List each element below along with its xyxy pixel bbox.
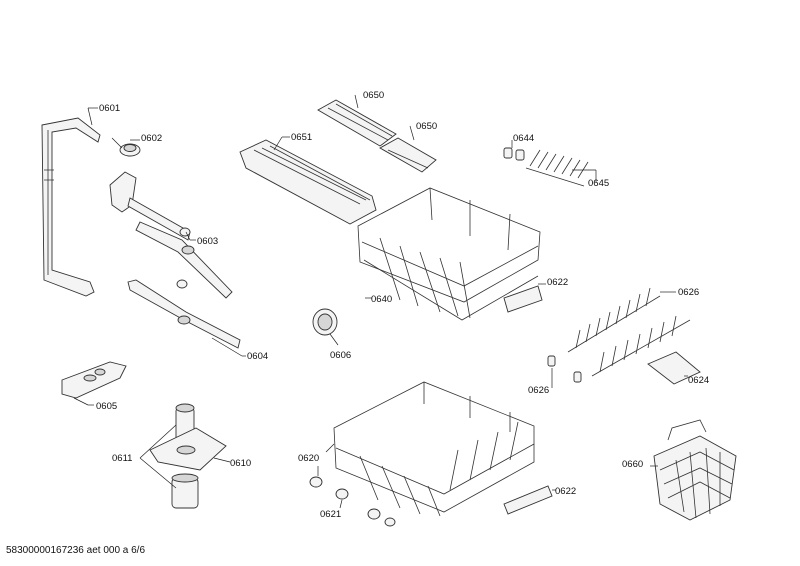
label-0644: 0644 bbox=[513, 133, 534, 144]
basket-handle-part-lower bbox=[503, 485, 553, 515]
upper-basket-part bbox=[357, 187, 541, 321]
filter-cover-part bbox=[61, 361, 127, 399]
label-0622-b: 0622 bbox=[555, 486, 576, 497]
lower-basket-part bbox=[333, 381, 535, 517]
label-0606: 0606 bbox=[330, 350, 351, 361]
lower-spray-arm-part bbox=[127, 279, 241, 349]
label-0660: 0660 bbox=[622, 459, 643, 470]
leader-0601 bbox=[87, 107, 93, 126]
upper-spray-arm-part bbox=[109, 171, 233, 299]
label-0610: 0610 bbox=[230, 458, 251, 469]
tine-clip-part bbox=[547, 355, 582, 383]
cutlery-drawer-part bbox=[239, 139, 377, 225]
basket-wheels-part bbox=[309, 476, 396, 527]
nut-part bbox=[119, 143, 141, 157]
label-0626-a: 0626 bbox=[678, 287, 699, 298]
label-0602: 0602 bbox=[141, 133, 162, 144]
round-filter-part bbox=[312, 308, 338, 336]
label-0620: 0620 bbox=[298, 453, 319, 464]
label-0640: 0640 bbox=[371, 294, 392, 305]
label-0601: 0601 bbox=[99, 103, 120, 114]
label-0621: 0621 bbox=[320, 509, 341, 520]
document-footer-code: 58300000167236 aet 000 a 6/6 bbox=[6, 545, 146, 556]
label-0645: 0645 bbox=[588, 178, 609, 189]
label-0650-b: 0650 bbox=[416, 121, 437, 132]
label-0605: 0605 bbox=[96, 401, 117, 412]
label-0622-a: 0622 bbox=[547, 277, 568, 288]
label-0604: 0604 bbox=[247, 351, 268, 362]
supply-pipe-part bbox=[41, 117, 101, 297]
label-0611: 0611 bbox=[112, 453, 132, 464]
insert-part-lower bbox=[379, 137, 437, 173]
label-0650-a: 0650 bbox=[363, 90, 384, 101]
label-0651: 0651 bbox=[291, 132, 312, 143]
label-0626-b: 0626 bbox=[528, 385, 549, 396]
basket-handle-part-upper bbox=[503, 285, 543, 313]
fold-down-tines-part bbox=[567, 287, 691, 377]
label-0624: 0624 bbox=[688, 375, 709, 386]
clip-part bbox=[503, 147, 525, 161]
cutlery-basket-part bbox=[653, 419, 737, 521]
insert-part-upper bbox=[317, 99, 397, 147]
filter-assembly-part bbox=[149, 403, 227, 509]
tine-row-part bbox=[525, 149, 589, 187]
label-0603: 0603 bbox=[197, 236, 218, 247]
